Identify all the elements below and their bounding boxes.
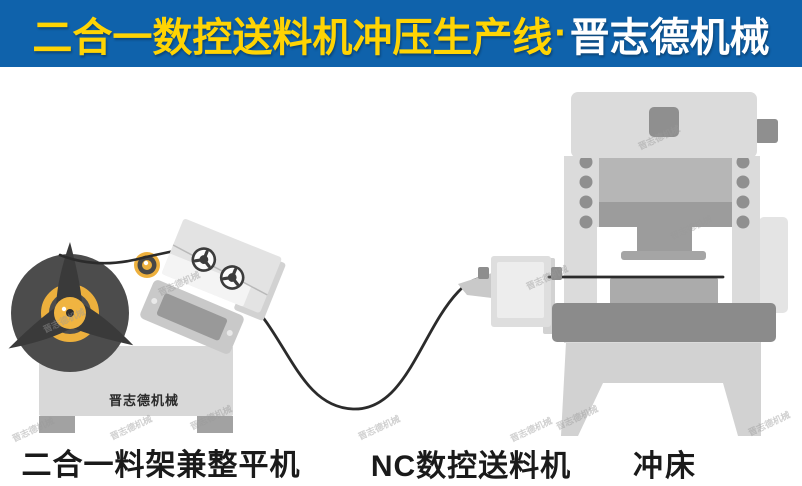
material-strip-loop [244, 275, 493, 411]
feeder-machine [458, 256, 555, 334]
press-slide-upper [599, 156, 732, 202]
feeder-clamp-knob [478, 267, 489, 279]
banner-separator-dot: · [554, 11, 568, 55]
uncoiler-foot-right [197, 416, 233, 433]
feeder-face-panel [497, 262, 544, 318]
coil-reel-icon [8, 242, 134, 372]
coil-highlight [61, 306, 67, 312]
coil-hub-pin [66, 309, 74, 317]
press-ram-stem [637, 227, 692, 253]
leveler-slot-plate [140, 280, 244, 354]
feeder-clamp-knob [551, 267, 562, 280]
press-caption: 冲床 [633, 450, 697, 483]
handwheel-icon [191, 247, 217, 272]
uncoiler-caption: 二合一料架兼整平机 [21, 449, 301, 482]
press-crown-knob [649, 107, 679, 137]
leveler-head-lower-panel [162, 253, 251, 307]
plate-screw [226, 330, 233, 337]
leveler-seam [172, 244, 268, 296]
banner-title: 二合一数控送料机冲压生产线 [32, 15, 553, 60]
feeder-guide-wedge [458, 273, 492, 298]
press-frame-bolts [579, 155, 750, 229]
press-slide-lower [599, 202, 732, 227]
press-die-block [610, 278, 718, 305]
handwheel-icon [219, 265, 245, 290]
feeder-caption: NC数控送料机 [370, 450, 572, 483]
watermark-text: 晋志德机械 [356, 413, 401, 442]
uncoiler-foot-left [39, 416, 75, 433]
production-line-diagram: 晋志德机械 晋志德机械 晋志德机械 晋志德机械 晋志德机械 晋志德机械 晋志德机… [8, 92, 792, 444]
press-side-panel [759, 217, 788, 313]
press-ram-foot [621, 251, 706, 260]
uncoiler-machine [8, 219, 493, 433]
press-side-tab [755, 119, 778, 143]
banner-brand-name: 晋志德机械 [569, 15, 770, 60]
press-bolster-table [552, 303, 776, 342]
leveler-head-body [162, 219, 282, 313]
plate-screw [151, 297, 158, 304]
uncoiler-brand-text: 晋志德机械 [108, 393, 180, 408]
watermark-text: 晋志德机械 [508, 415, 553, 444]
leveler-head [162, 219, 286, 321]
title-banner: 二合一数控送料机冲压生产线·晋志德机械 [0, 0, 802, 67]
slot-plate-opening [156, 293, 228, 341]
press-machine [552, 92, 788, 436]
material-strip-upper [58, 246, 190, 265]
watermark-text: 晋志德机械 [108, 413, 153, 442]
press-base-legs [561, 342, 761, 436]
